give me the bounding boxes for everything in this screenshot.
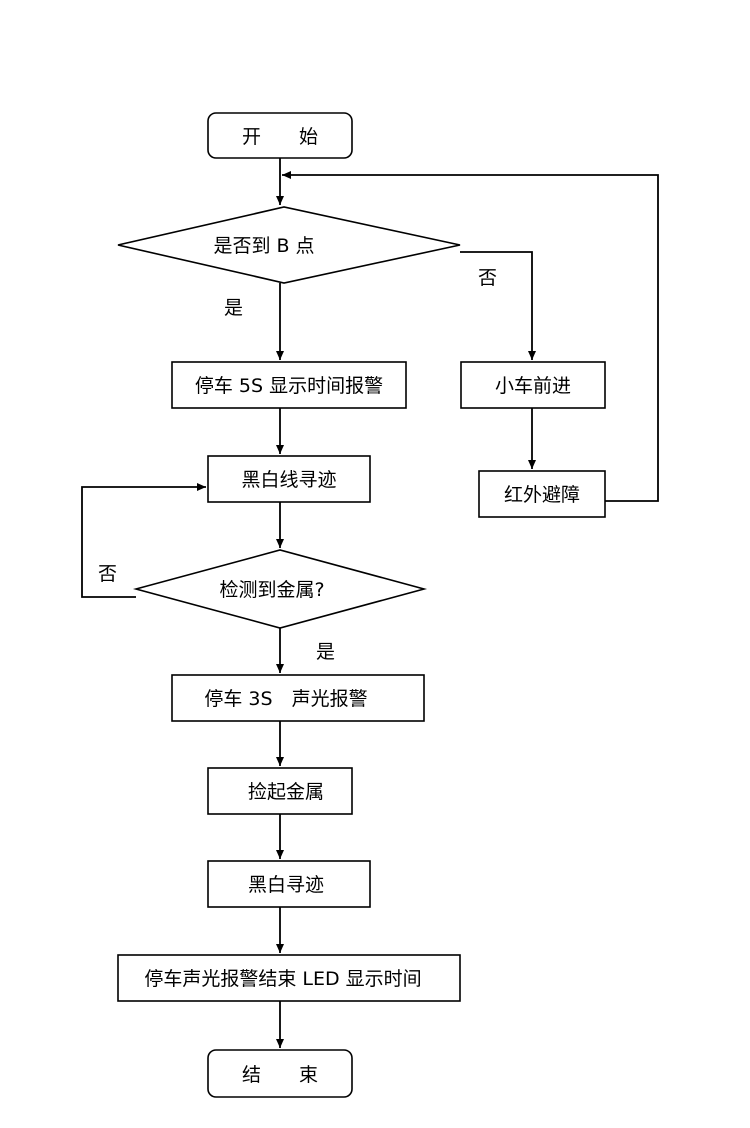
end-label: 结 束 [242,1064,318,1086]
no-label-metal: 否 [98,563,117,585]
track1-box [207,455,371,503]
final-label: 停车声光报警结束 LED 显示时间 [144,968,421,990]
yes-label-metal: 是 [316,641,335,663]
track2-box [207,860,371,908]
end-terminal [207,1049,353,1098]
final-box [117,954,461,1002]
stop3-box [171,674,425,722]
pickup-label: 捡起金属 [248,781,324,803]
arrow-infrared-loop-back [282,171,659,502]
track1-label: 黑白线寻迹 [241,469,336,491]
arrow-decision-to-forward [460,251,536,360]
infrared-label: 红外避障 [504,484,580,506]
start-label: 开 始 [242,126,318,148]
infrared-box [478,470,606,518]
stop5-label: 停车 5S 显示时间报警 [195,375,383,397]
forward-label: 小车前进 [495,375,571,397]
decision-metal [132,549,428,629]
forward-box [460,361,606,409]
track2-label: 黑白寻迹 [248,874,324,896]
stop3-label: 停车 3S 声光报警 [204,688,367,710]
stop5-box [171,361,407,409]
arrow-metal-loop-back [81,483,206,598]
decision-reach-b [117,206,461,284]
yes-label-reach-b: 是 [224,297,243,319]
no-label-reach-b: 否 [478,267,497,289]
decision-reach-b-label: 是否到 B 点 [213,235,314,257]
decision-metal-label: 检测到金属? [219,579,324,601]
